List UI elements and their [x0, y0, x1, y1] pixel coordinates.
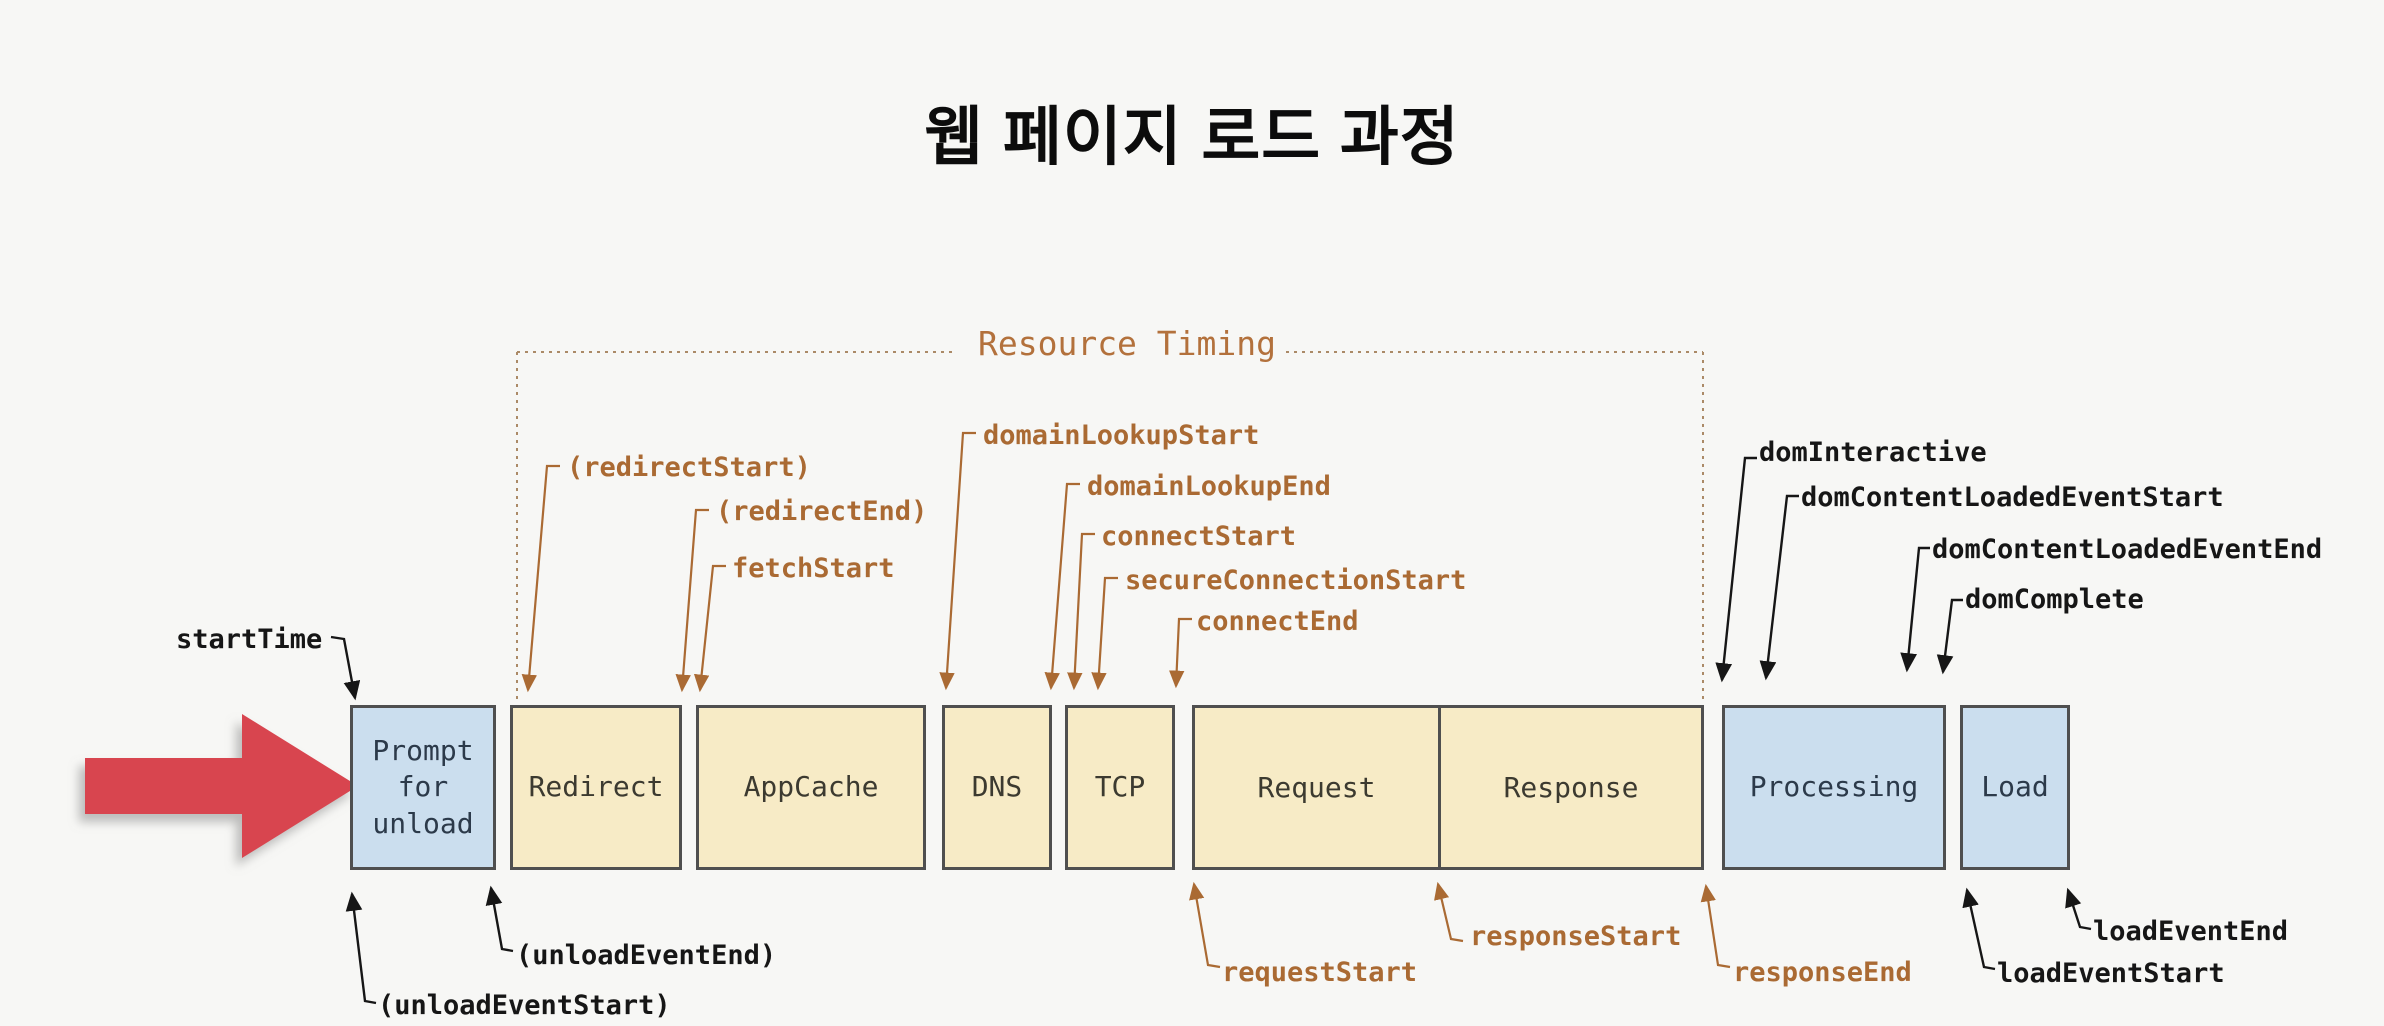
event-label-unloadEventEnd: (unloadEventEnd)	[516, 940, 777, 971]
phase-box-request-response: Request Response	[1192, 705, 1704, 870]
event-label-domainLookupStart: domainLookupStart	[983, 420, 1260, 451]
event-label-responseEnd: responseEnd	[1733, 957, 1912, 988]
navigation-event-connectors	[330, 456, 2092, 1005]
event-label-startTime: startTime	[176, 624, 323, 655]
red-arrow-icon	[85, 714, 358, 858]
event-label-loadEventStart: loadEventStart	[1997, 958, 2225, 989]
phase-box-load: Load	[1960, 705, 2070, 870]
event-label-responseStart: responseStart	[1470, 921, 1682, 952]
phase-box-response: Response	[1438, 708, 1701, 867]
event-label-requestStart: requestStart	[1222, 957, 1418, 988]
resource-timing-label: Resource Timing	[977, 324, 1276, 363]
event-label-connectEnd: connectEnd	[1196, 606, 1359, 637]
event-label-domInteractive: domInteractive	[1759, 437, 1987, 468]
resource-event-connectors	[521, 431, 1731, 969]
event-label-loadEventEnd: loadEventEnd	[2093, 916, 2289, 947]
phase-box-tcp: TCP	[1065, 705, 1175, 870]
event-label-redirectEnd: (redirectEnd)	[716, 496, 928, 527]
resource-timing-dotted-frame	[516, 351, 1704, 700]
event-label-domContentLoadedEventStart: domContentLoadedEventStart	[1801, 482, 2224, 513]
event-label-redirectStart: (redirectStart)	[567, 452, 811, 483]
phase-box-redirect: Redirect	[510, 705, 682, 870]
event-label-domainLookupEnd: domainLookupEnd	[1087, 471, 1331, 502]
phase-box-prompt-for-unload: Prompt for unload	[350, 705, 496, 870]
event-label-fetchStart: fetchStart	[732, 553, 895, 584]
phase-box-appcache: AppCache	[696, 705, 926, 870]
event-label-domContentLoadedEventEnd: domContentLoadedEventEnd	[1932, 534, 2323, 565]
phase-box-request: Request	[1257, 771, 1376, 804]
page-title: 웹 페이지 로드 과정	[924, 101, 1460, 173]
event-label-domComplete: domComplete	[1965, 584, 2144, 615]
event-label-connectStart: connectStart	[1101, 521, 1297, 552]
event-label-unloadEventStart: (unloadEventStart)	[378, 990, 671, 1021]
phase-box-dns: DNS	[942, 705, 1052, 870]
phase-box-processing: Processing	[1722, 705, 1946, 870]
event-label-secureConnectionStart: secureConnectionStart	[1125, 565, 1467, 596]
